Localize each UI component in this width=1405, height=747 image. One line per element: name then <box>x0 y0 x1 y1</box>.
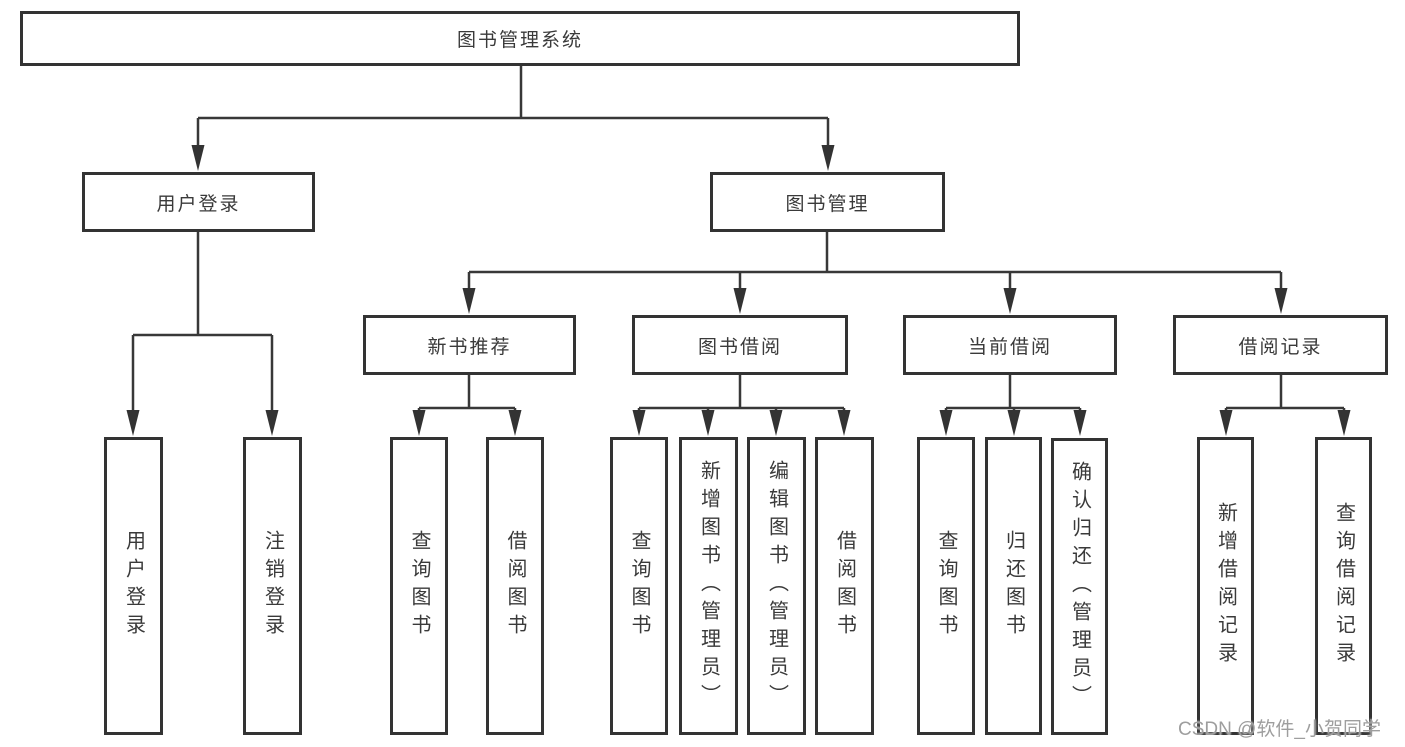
node-current-borrow: 当前借阅 <box>903 315 1117 375</box>
arrow-down-icon <box>701 410 715 436</box>
node-label: 借阅图书 <box>833 530 856 642</box>
node-query-books-current: 查询图书 <box>917 437 975 735</box>
node-label: 用户登录 <box>122 530 145 642</box>
node-query-borrow-record: 查询借阅记录 <box>1315 437 1372 735</box>
arrow-down-icon <box>412 410 426 436</box>
arrow-down-icon <box>265 410 279 436</box>
arrow-down-icon <box>821 145 835 171</box>
arrow-down-icon <box>462 288 476 314</box>
node-label: 查询图书 <box>408 530 430 642</box>
node-borrow-records: 借阅记录 <box>1173 315 1388 375</box>
node-label: 新增图书（管理员） <box>697 460 720 712</box>
node-borrow-books: 借阅图书 <box>815 437 874 735</box>
node-logout: 注销登录 <box>243 437 302 735</box>
arrow-down-icon <box>1073 410 1087 436</box>
node-add-borrow-record: 新增借阅记录 <box>1197 437 1254 735</box>
node-label: 查询图书 <box>935 530 957 642</box>
node-query-books-borrow: 查询图书 <box>610 437 668 735</box>
node-borrow-books-recommend: 借阅图书 <box>486 437 544 735</box>
node-add-books-admin: 新增图书（管理员） <box>679 437 738 735</box>
node-label: 新增借阅记录 <box>1214 502 1237 670</box>
arrow-down-icon <box>733 288 747 314</box>
node-label: 归还图书 <box>1002 530 1025 642</box>
node-book-borrow: 图书借阅 <box>632 315 848 375</box>
node-label: 编辑图书（管理员） <box>765 460 788 712</box>
arrow-down-icon <box>126 410 140 436</box>
node-return-books: 归还图书 <box>985 437 1042 735</box>
arrow-down-icon <box>1219 410 1233 436</box>
tree-edges <box>131 64 1346 415</box>
arrowheads <box>126 145 1351 436</box>
arrow-down-icon <box>191 145 205 171</box>
arrow-down-icon <box>508 410 522 436</box>
node-label: 查询借阅记录 <box>1332 502 1355 670</box>
arrow-down-icon <box>1007 410 1021 436</box>
arrow-down-icon <box>632 410 646 436</box>
node-label: 注销登录 <box>261 530 284 642</box>
arrow-down-icon <box>1003 288 1017 314</box>
node-user-login: 用户登录 <box>104 437 163 735</box>
node-new-book-recommend: 新书推荐 <box>363 315 576 375</box>
arrow-down-icon <box>1337 410 1351 436</box>
node-edit-books-admin: 编辑图书（管理员） <box>747 437 806 735</box>
arrow-down-icon <box>939 410 953 436</box>
node-label: 查询图书 <box>628 530 650 642</box>
csdn-watermark: CSDN @软件_小贺同学 <box>1178 719 1381 740</box>
node-query-books-recommend: 查询图书 <box>390 437 448 735</box>
node-label: 借阅图书 <box>504 530 526 642</box>
node-user-login-group: 用户登录 <box>82 172 315 232</box>
node-book-management-system: 图书管理系统 <box>20 11 1020 66</box>
arrow-down-icon <box>769 410 783 436</box>
arrow-down-icon <box>1274 288 1288 314</box>
arrow-down-icon <box>837 410 851 436</box>
node-label: 确认归还（管理员） <box>1068 460 1091 713</box>
node-confirm-return-admin: 确认归还（管理员） <box>1051 438 1108 735</box>
node-book-management: 图书管理 <box>710 172 945 232</box>
